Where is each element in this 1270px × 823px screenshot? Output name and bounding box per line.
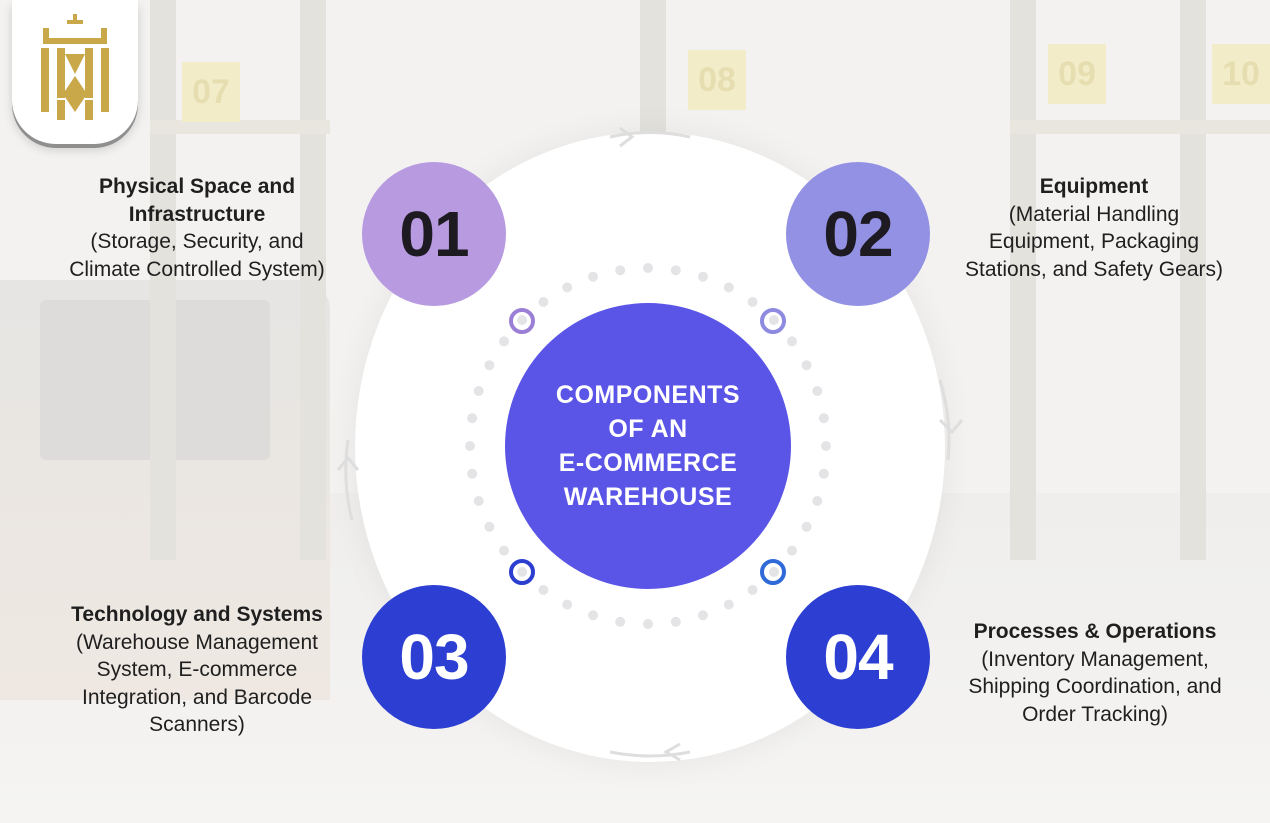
orbit-dot bbox=[562, 599, 573, 610]
component-number-02: 02 bbox=[786, 162, 930, 306]
orbit-dot bbox=[517, 566, 528, 577]
orbit-node-icon bbox=[509, 308, 535, 334]
orbit-dot bbox=[538, 297, 549, 307]
component-label-02: Equipment (Material Handling Equipment, … bbox=[930, 173, 1258, 283]
orbit-node-icon bbox=[760, 559, 786, 585]
component-detail-line: Order Tracking) bbox=[1022, 702, 1168, 726]
component-detail-line: Stations, and Safety Gears) bbox=[965, 257, 1223, 281]
orbit-dot bbox=[517, 315, 528, 326]
orbit-dot bbox=[465, 441, 475, 451]
orbit-dot bbox=[787, 545, 797, 556]
background-sign: 10 bbox=[1212, 44, 1270, 104]
orbit-dot bbox=[812, 496, 823, 506]
component-detail-line: Scanners) bbox=[149, 713, 245, 736]
orbit-node-icon bbox=[509, 559, 535, 585]
component-label-03: Technology and Systems (Warehouse Manage… bbox=[38, 601, 356, 739]
orbit-dot bbox=[723, 599, 734, 610]
component-detail-line: (Warehouse Management bbox=[75, 630, 318, 654]
component-detail-line: (Inventory Management, bbox=[981, 647, 1209, 671]
component-title-line: Equipment bbox=[1039, 175, 1149, 198]
arrow-icon bbox=[336, 455, 360, 471]
background-sign: 09 bbox=[1048, 44, 1106, 104]
dotted-orbit bbox=[465, 263, 831, 629]
orbit-dot bbox=[467, 413, 478, 424]
component-detail-line: (Material Handling bbox=[1008, 202, 1180, 226]
orbit-dot bbox=[768, 566, 779, 577]
component-label-04: Processes & Operations (Inventory Manage… bbox=[930, 618, 1260, 728]
background-rack bbox=[1180, 0, 1206, 560]
component-number-04: 04 bbox=[786, 585, 930, 729]
orbit-dot bbox=[698, 271, 708, 282]
component-number-text: 03 bbox=[399, 621, 469, 693]
arrow-icon bbox=[938, 418, 964, 435]
component-number-text: 04 bbox=[823, 621, 893, 693]
orbit-dot bbox=[818, 468, 829, 479]
orbit-dot bbox=[818, 413, 829, 424]
orbit-dot bbox=[801, 521, 812, 532]
component-label-01: Physical Space and Infrastructure (Stora… bbox=[30, 173, 364, 283]
brand-logo bbox=[12, 0, 138, 144]
orbit-dot bbox=[484, 521, 495, 532]
background-beam bbox=[150, 120, 330, 134]
orbit-dot bbox=[499, 336, 509, 347]
arrow-icon bbox=[619, 126, 635, 148]
orbit-dot bbox=[588, 610, 598, 621]
center-title-line: OF AN bbox=[608, 415, 688, 443]
component-detail-line: Equipment, Packaging bbox=[988, 230, 1200, 253]
orbit-dot bbox=[499, 545, 509, 556]
component-detail-line: (Storage, Security, and bbox=[90, 230, 304, 253]
component-detail-line: Climate Controlled System) bbox=[69, 257, 325, 281]
component-title-line: Processes & Operations bbox=[973, 620, 1217, 643]
orbit-node-icon bbox=[760, 308, 786, 334]
orbit-dot bbox=[484, 360, 495, 371]
center-title-line: COMPONENTS bbox=[555, 381, 741, 409]
orbit-dot bbox=[473, 386, 484, 396]
component-number-text: 01 bbox=[399, 198, 469, 270]
orbit-dot bbox=[747, 297, 758, 307]
center-title: COMPONENTS OF AN E-COMMERCE WAREHOUSE bbox=[505, 303, 791, 589]
component-detail-line: System, E-commerce bbox=[96, 658, 298, 681]
orbit-dot bbox=[801, 360, 812, 371]
orbit-dot bbox=[812, 386, 823, 396]
orbit-dot bbox=[615, 265, 626, 276]
component-number-text: 02 bbox=[823, 198, 893, 270]
background-rack bbox=[1010, 0, 1036, 560]
orbit-dot bbox=[643, 263, 653, 273]
orbit-dot bbox=[768, 315, 779, 326]
orbit-dot bbox=[821, 441, 831, 451]
background-beam bbox=[1010, 120, 1270, 134]
orbit-dot bbox=[643, 619, 653, 629]
orbit-dot bbox=[670, 616, 681, 627]
component-detail-line: Shipping Coordination, and bbox=[968, 675, 1222, 698]
component-title-line: Technology and Systems bbox=[71, 603, 323, 626]
component-number-03: 03 bbox=[362, 585, 506, 729]
center-title-line: E-COMMERCE bbox=[558, 449, 738, 477]
orbit-dot bbox=[473, 496, 484, 506]
orbit-dot bbox=[538, 585, 549, 595]
orbit-dot bbox=[467, 468, 478, 479]
orbit-dot bbox=[787, 336, 797, 347]
orbit-dot bbox=[670, 265, 681, 276]
component-title-line: Physical Space and bbox=[98, 175, 296, 198]
orbit-arrows bbox=[336, 126, 964, 762]
background-rack bbox=[300, 0, 326, 560]
orbit-dot bbox=[615, 616, 626, 627]
crown-shield-logo-icon bbox=[41, 14, 109, 120]
component-title-line: Infrastructure bbox=[128, 202, 266, 226]
component-detail-line: Integration, and Barcode bbox=[82, 685, 312, 709]
arrow-icon bbox=[662, 742, 681, 762]
orbit-dot bbox=[562, 282, 573, 293]
background-sign: 08 bbox=[688, 50, 746, 110]
orbit-dot bbox=[747, 585, 758, 595]
orbit-dot bbox=[698, 610, 708, 621]
component-number-01: 01 bbox=[362, 162, 506, 306]
background-sign: 07 bbox=[182, 62, 240, 122]
orbit-dot bbox=[588, 271, 598, 282]
orbit-dot bbox=[723, 282, 734, 293]
background-rack bbox=[150, 0, 176, 560]
center-title-line: WAREHOUSE bbox=[563, 483, 733, 511]
